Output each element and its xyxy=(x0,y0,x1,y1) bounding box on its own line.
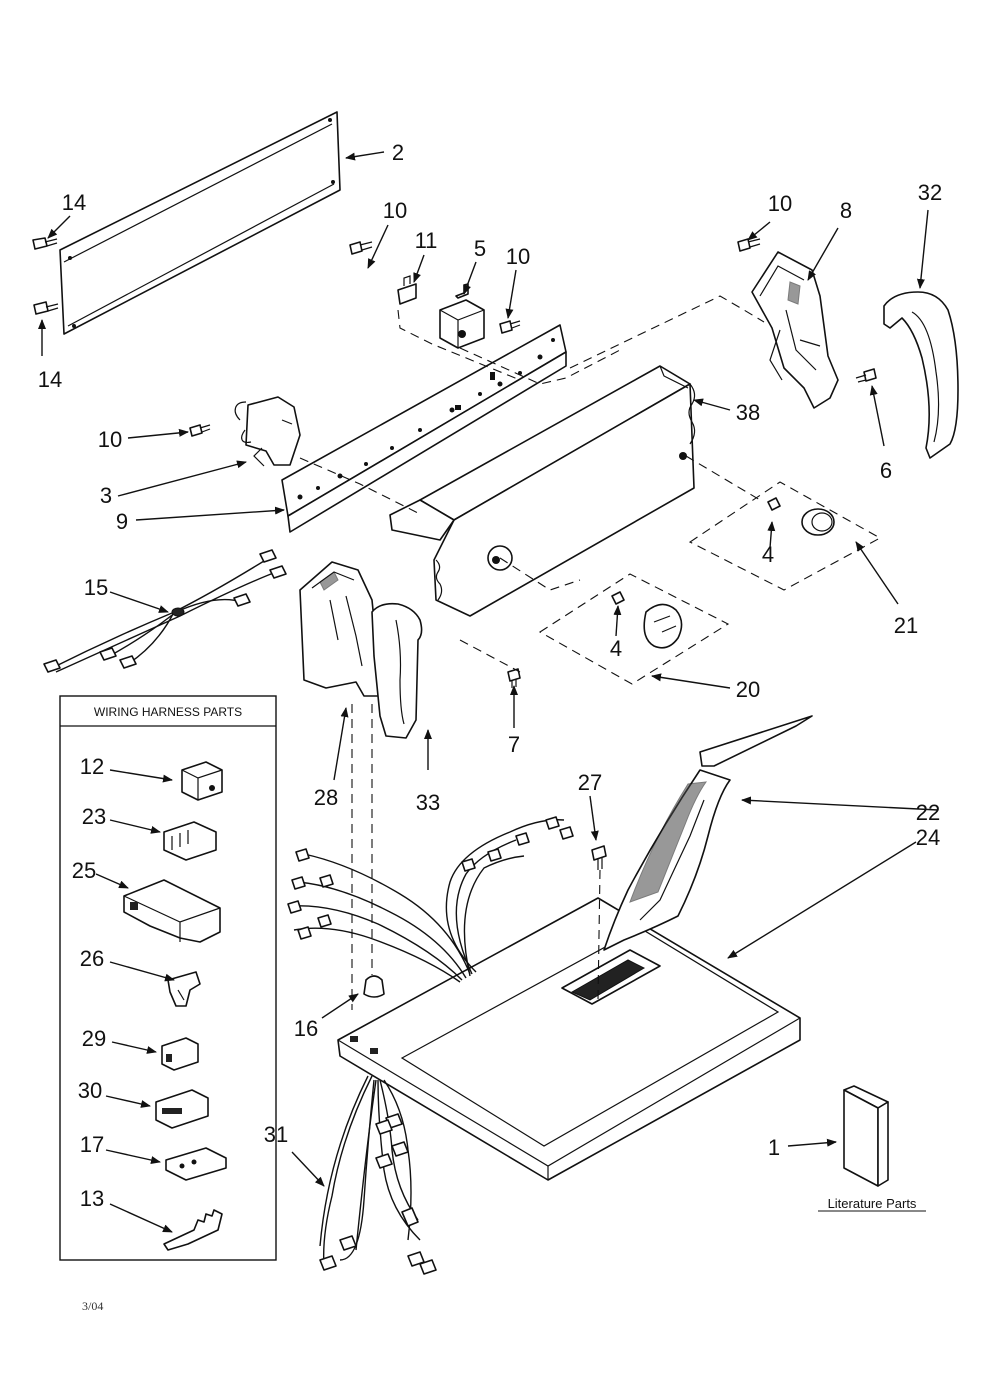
harness-item-25: 25 xyxy=(72,858,96,883)
screw-7 xyxy=(507,668,521,688)
footer-date: 3/04 xyxy=(82,1299,103,1313)
switch-part-5 xyxy=(439,283,485,349)
harness-item-17: 17 xyxy=(80,1132,104,1157)
literature-parts-label: Literature Parts xyxy=(828,1196,917,1211)
screw-14-upper xyxy=(32,237,58,250)
callout-8: 8 xyxy=(840,198,852,223)
callout-6: 6 xyxy=(880,458,892,483)
assembly-dashed-lines xyxy=(299,295,765,1010)
callout-20: 20 xyxy=(736,677,760,702)
screw-10-left xyxy=(189,424,211,437)
harness-item-29: 29 xyxy=(82,1026,106,1051)
rear-panel-part xyxy=(59,111,341,335)
wire-harness-15 xyxy=(43,549,287,673)
callout-32: 32 xyxy=(918,180,942,205)
callout-10-a: 10 xyxy=(383,198,407,223)
callout-7: 7 xyxy=(508,732,520,757)
callout-14-upper: 14 xyxy=(62,190,86,215)
end-cap-part-28 xyxy=(299,561,387,697)
callout-21: 21 xyxy=(894,613,918,638)
callout-10-b: 10 xyxy=(506,244,530,269)
callout-22: 22 xyxy=(916,800,940,825)
callout-28: 28 xyxy=(314,785,338,810)
lint-screen-part-22 xyxy=(603,715,813,951)
switch-part-3 xyxy=(234,396,301,467)
end-cap-part-8 xyxy=(751,251,839,409)
screw-10-right xyxy=(737,238,761,252)
clip-part-11 xyxy=(397,275,417,305)
harness-box-title: WIRING HARNESS PARTS xyxy=(94,705,242,719)
harness-item-26: 26 xyxy=(80,946,104,971)
callout-1: 1 xyxy=(768,1135,780,1160)
top-cover-part-24 xyxy=(337,897,801,1181)
trim-part-33 xyxy=(371,602,423,739)
callout-33: 33 xyxy=(416,790,440,815)
knob-assembly-20 xyxy=(538,573,730,685)
callout-2: 2 xyxy=(392,140,404,165)
callout-9: 9 xyxy=(116,509,128,534)
callout-14-lower: 14 xyxy=(38,367,62,392)
screw-6 xyxy=(855,368,877,383)
callout-27: 27 xyxy=(578,770,602,795)
plug-part-16 xyxy=(363,975,385,998)
callout-3: 3 xyxy=(100,483,112,508)
leader-lines xyxy=(38,151,939,1233)
console-part-38 xyxy=(389,365,696,617)
harness-item-30: 30 xyxy=(78,1078,102,1103)
callout-numbers: 2 14 14 10 11 5 10 10 8 32 6 38 10 3 9 1… xyxy=(38,140,942,1211)
callout-38: 38 xyxy=(736,400,760,425)
harness-item-23: 23 xyxy=(82,804,106,829)
callout-4-left: 4 xyxy=(610,636,622,661)
screw-10-center-left xyxy=(349,241,373,255)
trim-part-32 xyxy=(883,291,959,459)
callout-10-c: 10 xyxy=(768,191,792,216)
screw-10-center-right xyxy=(499,320,521,334)
callout-24: 24 xyxy=(916,825,940,850)
screw-27 xyxy=(591,845,607,1001)
harness-item-12: 12 xyxy=(80,754,104,779)
callout-11: 11 xyxy=(415,228,438,253)
callout-4-right: 4 xyxy=(762,542,774,567)
harness-item-13: 13 xyxy=(80,1186,104,1211)
literature-part-1: Literature Parts xyxy=(818,1085,926,1212)
callout-31: 31 xyxy=(264,1122,288,1147)
lower-harness-31 xyxy=(319,1075,437,1275)
callout-10-d: 10 xyxy=(98,427,122,452)
console-bracket-part xyxy=(281,324,567,533)
callout-16: 16 xyxy=(294,1016,318,1041)
callout-5: 5 xyxy=(474,236,486,261)
screw-14-lower xyxy=(33,301,59,315)
callout-15: 15 xyxy=(84,575,108,600)
knob-assembly-21 xyxy=(688,481,882,591)
cover-wiring-harness xyxy=(287,816,574,983)
